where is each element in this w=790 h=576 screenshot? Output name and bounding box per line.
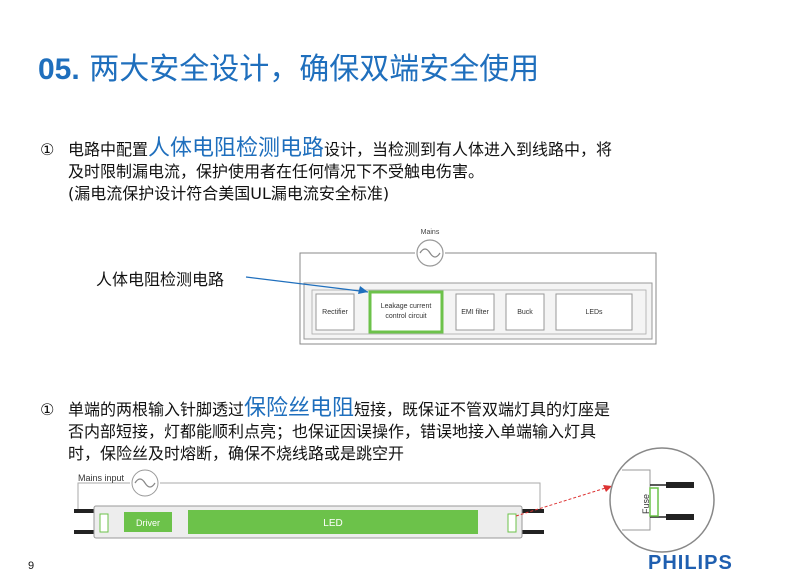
- led-block: [188, 510, 478, 534]
- mains-input-wave-icon: [134, 478, 156, 488]
- buck-block: [505, 293, 545, 331]
- leds-block: [555, 293, 633, 331]
- zoom-line: [515, 485, 613, 517]
- mains-loop-wire: [299, 252, 657, 345]
- left-pin-top: [74, 509, 96, 513]
- item-2-marker: ①: [40, 400, 55, 419]
- fuse-right: [507, 513, 517, 533]
- buck-label: Buck: [517, 309, 533, 316]
- item-2-line-2: 否内部短接，灯都能顺利点亮；也保证因误操作，错误地接入单端输入灯具: [68, 422, 597, 441]
- item-2-post: 短接，既保证不管双端灯具的灯座是: [354, 400, 611, 419]
- driver-inner-frame: [311, 289, 647, 335]
- item-1-pre: 电路中配置: [68, 140, 149, 159]
- page-number: 9: [28, 560, 35, 572]
- mains-wire-left: [77, 482, 130, 510]
- page-title: 05. 两大安全设计，确保双端安全使用: [38, 44, 539, 88]
- item-1-line-3: (漏电流保护设计符合美国UL漏电流安全标准): [68, 184, 390, 203]
- emi-filter-label: EMI filter: [461, 309, 489, 316]
- rectifier-label: Rectifier: [322, 309, 348, 316]
- driver-label: Driver: [136, 518, 160, 528]
- item-2-line-3: 时，保险丝及时熔断，确保不烧线路或是跳空开: [68, 444, 405, 463]
- item-1-highlight: 人体电阻检测电路: [148, 136, 325, 161]
- sine-wave-icon: [419, 248, 441, 258]
- item-1-post: 设计，当检测到有人体进入到线路中，将: [324, 140, 613, 159]
- philips-logo: PHILIPS: [648, 552, 733, 574]
- leds-label: LEDs: [585, 309, 603, 316]
- zoom-fuse: [649, 487, 659, 517]
- zoom-pin-top: [666, 482, 694, 488]
- right-pin-bottom: [520, 530, 544, 534]
- item-2-line-1: ① 单端的两根输入针脚透过保险丝电阻短接，既保证不管双端灯具的灯座是: [40, 398, 610, 421]
- zoom-fuse-label: Fuse: [641, 494, 651, 514]
- label-pointer-line: [245, 276, 369, 293]
- led-label: LED: [323, 518, 342, 529]
- item-1-line-2: 及时限制漏电流，保护使用者在任何情况下不受触电伤害。: [68, 162, 485, 181]
- item-2-highlight: 保险丝电阻: [244, 396, 355, 421]
- title-text: 两大安全设计，确保双端安全使用: [89, 52, 540, 87]
- zoom-arrow: [603, 485, 612, 492]
- leakage-label-1: Leakage current: [381, 303, 432, 310]
- label-pointer-arrow: [358, 286, 368, 294]
- mains-wire-right: [160, 482, 541, 510]
- item-1-paragraph: ① 电路中配置人体电阻检测电路设计，当检测到有人体进入到线路中，将 及时限制漏电流…: [40, 138, 612, 205]
- rectifier-block: [315, 293, 355, 331]
- driver-block: [124, 512, 172, 532]
- leakage-label-2: control circuit: [385, 313, 426, 320]
- mains-input-label: Mains input: [78, 473, 125, 483]
- left-pin-bottom: [74, 530, 96, 534]
- detection-circuit-label: 人体电阻检测电路: [96, 270, 225, 289]
- item-2-paragraph: ① 单端的两根输入针脚透过保险丝电阻短接，既保证不管双端灯具的灯座是 否内部短接，…: [40, 398, 610, 465]
- fuse-left: [99, 513, 109, 533]
- title-number: 05.: [38, 53, 80, 86]
- fuse-zoom-circle: [609, 447, 715, 553]
- item-2-pre: 单端的两根输入针脚透过: [68, 400, 245, 419]
- leakage-control-block: [368, 290, 444, 334]
- emi-filter-block: [455, 293, 495, 331]
- item-1-marker: ①: [40, 140, 55, 159]
- item-1-line-1: ① 电路中配置人体电阻检测电路设计，当检测到有人体进入到线路中，将: [40, 138, 612, 161]
- mains-label: Mains: [421, 229, 440, 236]
- zoom-pin-bottom: [666, 514, 694, 520]
